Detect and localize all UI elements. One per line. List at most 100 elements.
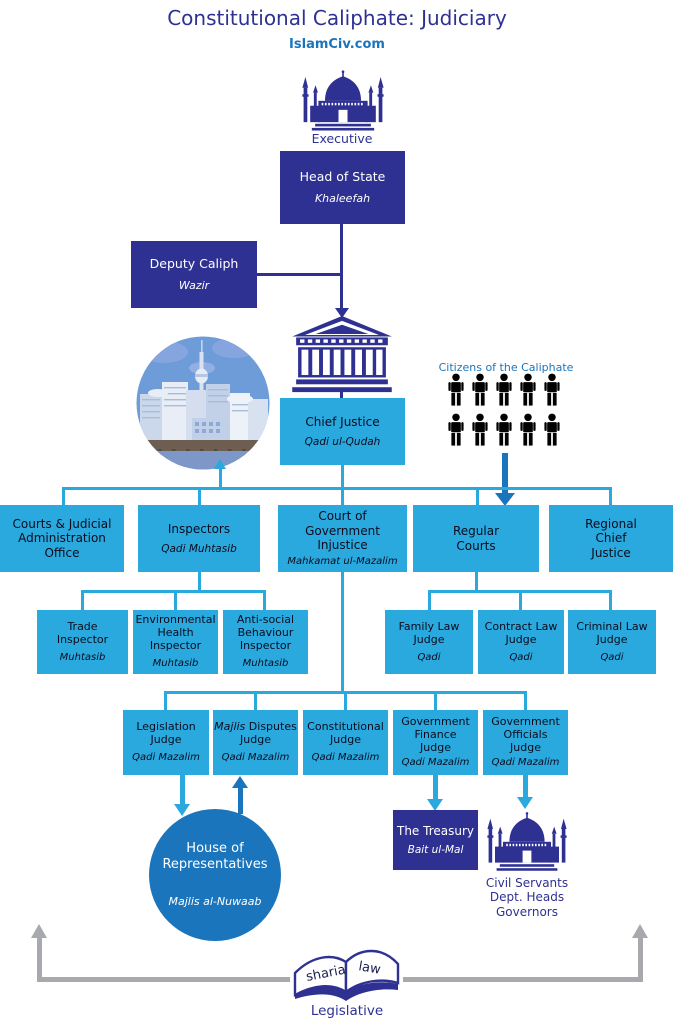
contract-judge-label: Contract Law Judge	[484, 619, 558, 646]
connector-deputy	[257, 273, 342, 276]
head-of-state-sub: Khaleefah	[314, 192, 371, 206]
contract-judge-sub: Qadi	[509, 651, 533, 663]
antisocial-inspector-box: Anti-social Behaviour Inspector Muhtasib	[223, 610, 308, 674]
connector-main-horizontal	[62, 487, 612, 490]
book-left-page-text: sharia	[305, 963, 347, 985]
courts-admin-box: Courts & Judicial Administration Office	[0, 505, 124, 572]
stub-trade	[81, 590, 84, 610]
constitutional-judge-box: Constitutional Judge Qadi Mazalim	[303, 710, 388, 775]
connector-inspectors-horizontal	[81, 590, 266, 593]
arrowhead-citizens-down	[495, 493, 515, 506]
line-legislation-to-hor	[180, 775, 185, 805]
treasury-label: The Treasury	[397, 823, 474, 838]
constitutional-judge-sub: Qadi Mazalim	[311, 752, 380, 764]
stub-criminal	[609, 590, 612, 610]
deputy-caliph-box: Deputy Caliph Wazir	[131, 241, 257, 308]
person-icon	[448, 373, 464, 406]
person-icon	[496, 373, 512, 406]
courthouse-icon	[292, 316, 392, 393]
arrowhead-to-majlis-up	[232, 776, 248, 788]
env-health-inspector-box: Environmental Health Inspector Muhtasib	[133, 610, 218, 674]
head-of-state-label: Head of State	[299, 169, 386, 185]
house-of-representatives-label: House of Representatives	[162, 840, 268, 873]
trade-inspector-label: Trade Inspector	[56, 619, 109, 646]
citizens-grid	[445, 373, 567, 450]
env-health-inspector-label: Environmental Health Inspector	[135, 613, 216, 653]
antisocial-inspector-sub: Muhtasib	[242, 658, 289, 670]
person-icon	[520, 413, 536, 446]
stub-regular-courts	[476, 487, 479, 505]
person-icon	[472, 373, 488, 406]
stub-regional-cj	[609, 487, 612, 505]
stub-gov-officials	[524, 691, 527, 710]
criminal-judge-label: Criminal Law Judge	[576, 619, 648, 646]
gov-finance-judge-label: Government Finance Judge	[401, 715, 470, 755]
stub-contract	[519, 590, 522, 610]
gov-officials-judge-sub: Qadi Mazalim	[491, 757, 560, 769]
gov-injustice-sub: Mahkamat ul-Mazalim	[287, 555, 398, 567]
arrowhead-gray-left-up	[31, 924, 47, 938]
legislation-judge-label: Legislation Judge	[136, 720, 196, 747]
line-finance-to-treasury	[433, 775, 438, 800]
house-of-representatives-circle: House of Representatives Majlis al-Nuwaa…	[149, 809, 281, 941]
inspectors-label: Inspectors	[167, 521, 231, 536]
majlis-disputes-judge-label: Majlis Disputes Judge	[214, 720, 298, 747]
gray-line-right-vertical	[638, 938, 643, 982]
stub-inspectors	[198, 487, 201, 505]
executive-label: Executive	[311, 131, 373, 146]
gray-line-left	[37, 977, 290, 982]
env-health-inspector-sub: Muhtasib	[152, 658, 199, 670]
trade-inspector-sub: Muhtasib	[59, 651, 106, 663]
page-title: Constitutional Caliphate: Judiciary	[167, 6, 507, 30]
gray-line-left-vertical	[37, 938, 42, 982]
arrowhead-to-skyline-up	[214, 459, 226, 469]
treasury-box: The Treasury Bait ul-Mal	[393, 810, 478, 870]
deputy-caliph-label: Deputy Caliph	[149, 256, 239, 272]
citizens-label: Citizens of the Caliphate	[438, 361, 574, 374]
disputes-judge-words: Disputes Judge	[240, 720, 297, 747]
regional-cj-box: Regional Chief Justice	[549, 505, 673, 572]
majlis-word: Majlis	[214, 720, 246, 734]
gov-finance-judge-sub: Qadi Mazalim	[401, 757, 470, 769]
chief-justice-sub: Qadi ul-Qudah	[304, 435, 381, 448]
stub-gov-finance	[434, 691, 437, 710]
connector-hos-down	[340, 224, 343, 309]
majlis-disputes-judge-sub: Qadi Mazalim	[221, 752, 290, 764]
gov-finance-judge-box: Government Finance Judge Qadi Mazalim	[393, 710, 478, 775]
arrowhead-gray-right-up	[632, 924, 648, 938]
family-judge-label: Family Law Judge	[398, 619, 460, 646]
deputy-caliph-sub: Wazir	[178, 279, 210, 293]
citizens-line	[502, 453, 508, 494]
chief-justice-box: Chief Justice Qadi ul-Qudah	[280, 398, 405, 465]
stub-majlis-disputes	[254, 691, 257, 710]
civil-servants-label: Civil Servants Dept. Heads Governors	[477, 876, 577, 919]
arrowhead-into-civil-down	[517, 797, 533, 809]
person-icon	[520, 373, 536, 406]
antisocial-inspector-label: Anti-social Behaviour Inspector	[236, 613, 295, 653]
sharia-law-book-icon: sharia law	[293, 949, 400, 1001]
trade-inspector-box: Trade Inspector Muhtasib	[37, 610, 128, 674]
line-to-skyline	[219, 469, 222, 488]
gov-officials-judge-box: Government Officials Judge Qadi Mazalim	[483, 710, 568, 775]
civil-servants-line-1: Civil Servants	[485, 876, 569, 890]
stub-constitutional	[344, 691, 347, 710]
family-judge-sub: Qadi	[417, 651, 441, 663]
regular-courts-label: Regular Courts	[452, 524, 500, 553]
legislative-label: Legislative	[310, 1003, 384, 1019]
book-right-page-text: law	[357, 959, 382, 978]
regional-cj-label: Regional Chief Justice	[585, 517, 637, 560]
gov-injustice-box: Court of Government Injustice Mahkamat u…	[278, 505, 407, 572]
criminal-judge-box: Criminal Law Judge Qadi	[568, 610, 656, 674]
city-skyline-image	[136, 336, 270, 470]
connector-mazalim-down	[341, 572, 344, 693]
stub-courts-admin	[62, 487, 65, 505]
person-icon	[448, 413, 464, 446]
majlis-disputes-judge-box: Majlis Disputes Judge Qadi Mazalim	[213, 710, 298, 775]
arrowhead-hos-down	[335, 308, 349, 318]
stub-legislation	[164, 691, 167, 710]
person-icon	[544, 373, 560, 406]
mosque-icon	[302, 70, 384, 131]
connector-cj-down	[341, 463, 344, 489]
arrowhead-into-treasury-down	[427, 799, 443, 811]
gov-injustice-label: Court of Government Injustice	[305, 509, 380, 552]
